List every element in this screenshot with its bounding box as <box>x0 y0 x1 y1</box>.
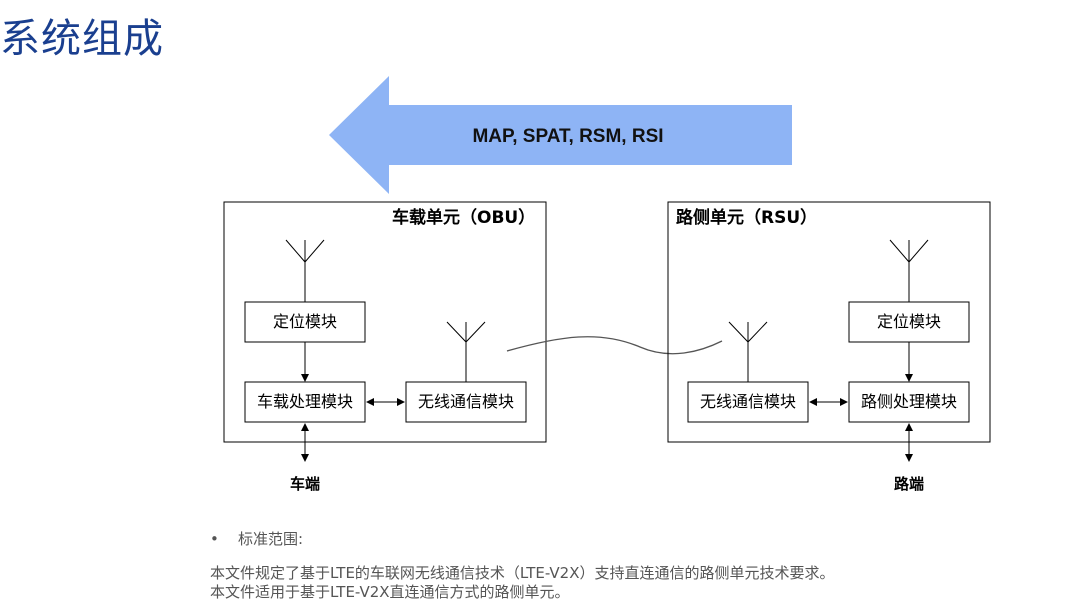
rsu-title: 路侧单元（RSU） <box>676 207 817 228</box>
obu-wireless-antenna-icon <box>446 321 486 382</box>
obu-positioning-module-label: 定位模块 <box>273 312 337 331</box>
rsu-unit: 路侧单元（RSU） 定位模块 路侧处理模块 无线通信模块 路端 <box>667 201 991 493</box>
message-flow-arrow: MAP, SPAT, RSM, RSI <box>329 76 792 194</box>
page-title: 系统组成 <box>0 16 164 62</box>
rsu-processing-module-label: 路侧处理模块 <box>861 392 957 411</box>
scope-bullet: • <box>210 530 219 548</box>
obu-unit: 车载单元（OBU） 定位模块 车载处理模块 无线通信模块 车端 <box>223 201 547 493</box>
road-end-label: 路端 <box>894 475 924 493</box>
rsu-processing-module <box>848 381 970 423</box>
rsu-positioning-module-label: 定位模块 <box>877 312 941 331</box>
scope-heading-line: • 标准范围: <box>210 528 834 550</box>
rsu-positioning-antenna-icon <box>889 239 929 302</box>
rsu-wireless-module <box>687 381 809 423</box>
obu-title: 车载单元（OBU） <box>392 207 535 228</box>
scope-section: • 标准范围: 本文件规定了基于LTE的车联网无线通信技术（LTE-V2X）支持… <box>210 528 834 602</box>
message-arrow-label: MAP, SPAT, RSM, RSI <box>472 126 663 147</box>
vehicle-end-label: 车端 <box>290 475 320 493</box>
obu-wireless-module <box>405 381 527 423</box>
scope-line-2: 本文件适用于基于LTE-V2X直连通信方式的路侧单元。 <box>210 583 570 601</box>
obu-processing-module-label: 车载处理模块 <box>257 392 353 411</box>
wireless-link-wave <box>506 336 723 355</box>
obu-wireless-module-label: 无线通信模块 <box>418 392 514 411</box>
rsu-box <box>667 201 991 443</box>
rsu-wireless-antenna-icon <box>728 321 768 382</box>
obu-box <box>223 201 547 443</box>
scope-heading: 标准范围: <box>238 530 304 548</box>
obu-processing-module <box>244 381 366 423</box>
scope-line-1: 本文件规定了基于LTE的车联网无线通信技术（LTE-V2X）支持直连通信的路侧单… <box>210 564 835 582</box>
obu-positioning-antenna-icon <box>285 239 325 302</box>
rsu-wireless-module-label: 无线通信模块 <box>700 392 796 411</box>
message-arrow-shape <box>329 76 792 194</box>
